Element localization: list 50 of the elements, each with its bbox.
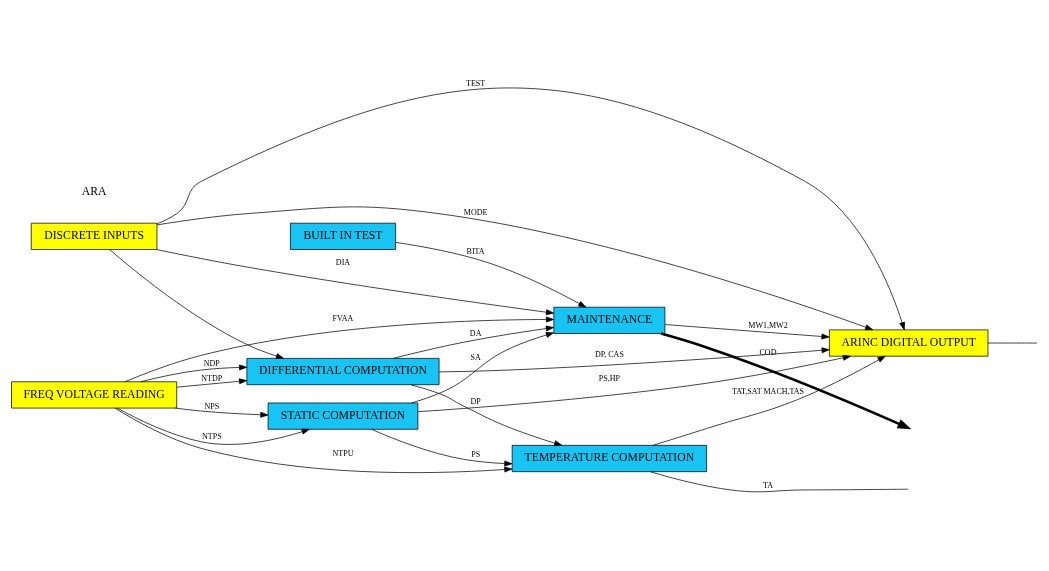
arrow xyxy=(438,346,830,372)
arrow xyxy=(156,206,874,330)
arrow xyxy=(116,407,310,445)
arrow xyxy=(371,428,513,466)
arrow xyxy=(664,323,830,339)
edge-label: BITA xyxy=(466,246,485,256)
node-box: DIFFERENTIAL COMPUTATION xyxy=(246,357,440,385)
edge-label: SA xyxy=(470,352,481,362)
edge-label: NPS xyxy=(204,401,220,411)
edge-label: PS xyxy=(471,449,481,459)
arrow xyxy=(155,248,554,315)
arrow xyxy=(392,325,554,359)
edge-label: DIA xyxy=(335,257,351,267)
edge-label: TEST xyxy=(466,78,486,88)
edge-label: NTDP xyxy=(201,373,223,383)
edge-label: NTPS xyxy=(201,431,222,441)
label: ARA xyxy=(81,184,107,198)
arrow xyxy=(411,331,554,403)
arrow xyxy=(176,377,248,388)
arrow xyxy=(114,407,513,473)
arrow xyxy=(410,383,563,446)
connector xyxy=(650,470,909,492)
edge-label: DA xyxy=(469,328,482,338)
edge-label: TAT,SAT MACH,TAS xyxy=(731,386,805,396)
arrow xyxy=(140,364,248,382)
node-box: MAINTENANCE xyxy=(553,306,666,334)
edge-label: NDP xyxy=(203,358,220,368)
edge-label: DP, CAS xyxy=(594,349,624,359)
edge-label: MW1,MW2 xyxy=(748,320,788,330)
node-box: BUILT IN TEST xyxy=(290,222,396,250)
edge-label: FVAA xyxy=(332,313,354,323)
edge-label: COD xyxy=(759,347,777,357)
arrow xyxy=(417,354,851,412)
edge-label: TA xyxy=(762,480,774,490)
edge-label: PS,HP xyxy=(598,373,620,383)
node-box: TEMPERATURE COMPUTATION xyxy=(511,444,707,472)
node-box: ARINC DIGITAL OUTPUT xyxy=(829,329,989,357)
arrow xyxy=(652,355,886,446)
arrow xyxy=(109,248,284,359)
arrow xyxy=(156,87,905,330)
edge-label: NTPU xyxy=(332,448,354,458)
arrow xyxy=(174,407,269,418)
arrow xyxy=(395,241,587,308)
node-box: DISCRETE INPUTS xyxy=(30,222,158,250)
arrow xyxy=(124,316,554,382)
arrow xyxy=(660,331,912,429)
node-box: FREQ VOLTAGE READING xyxy=(11,380,178,408)
node-box: STATIC COMPUTATION xyxy=(267,402,419,430)
edge-label: DP xyxy=(470,396,481,406)
edge-label: MODE xyxy=(463,207,488,217)
